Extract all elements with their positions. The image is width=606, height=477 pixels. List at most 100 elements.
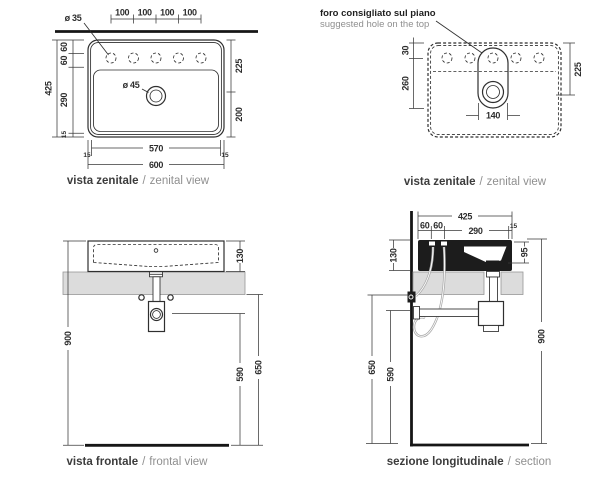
- dim-height-floor-to-top: 900: [63, 331, 73, 345]
- dim-right-span: 225: [573, 62, 583, 76]
- sink-hidden-outline: [427, 42, 562, 138]
- faucet-hole-1: [441, 52, 453, 64]
- section-view: 425 60 60 290 15 95 900 130 650 590: [366, 211, 547, 447]
- wall-pipe-flange: [413, 306, 420, 320]
- bottle-trap: [477, 300, 505, 327]
- faucet-hole-5: [533, 52, 545, 64]
- dim-floor-to-counter: 650: [367, 360, 377, 374]
- caption-section: sezione longitudinale/section: [359, 456, 579, 468]
- leader-line: [435, 20, 483, 54]
- dim-width-inner: 570: [149, 144, 163, 154]
- fixing-bolt-right: [167, 294, 174, 301]
- dimension-lines: [52, 14, 236, 169]
- dim-edge-right: 15: [221, 152, 229, 159]
- faucet-hole-2: [464, 52, 476, 64]
- caption-light: zenital view: [486, 176, 547, 188]
- basin-outline: [93, 69, 219, 132]
- basin-hidden-front: [93, 244, 219, 267]
- faucet-hole-5: [195, 52, 207, 64]
- dim-drain-diameter: ø 45: [123, 80, 140, 90]
- caption-light: frontal view: [149, 456, 208, 468]
- dim-height-seg-4: 15: [61, 131, 68, 139]
- caption-separator: /: [142, 456, 146, 468]
- trap-ring-inner: [152, 310, 161, 319]
- note-english: suggested hole on the top: [320, 19, 430, 30]
- caption-bold: vista zenitale: [66, 175, 139, 187]
- faucet-hole-2: [128, 52, 139, 64]
- faucet-hole-4: [173, 52, 184, 64]
- leader-lines: [83, 22, 149, 93]
- faucet-hole-4: [510, 52, 522, 64]
- caption-bold: vista frontale: [66, 456, 139, 468]
- dim-width-total: 600: [149, 160, 163, 170]
- faucet-hole-1: [105, 52, 117, 64]
- dim-top-offset: 30: [401, 46, 411, 56]
- dim-width-seg-4: 15: [510, 223, 518, 230]
- sink-inner-outline: [90, 42, 222, 135]
- dim-basin-depth: 95: [520, 248, 530, 258]
- faucet-hole-cut-1: [429, 241, 435, 246]
- dim-width-seg-3: 290: [468, 226, 482, 236]
- faucet-hole-3: [487, 52, 499, 64]
- caption-separator: /: [142, 175, 146, 187]
- drain-tailpipe: [152, 276, 161, 303]
- caption-bold: vista zenitale: [403, 176, 476, 188]
- dim-right-top: 225: [234, 59, 244, 73]
- dim-right-bottom: 200: [234, 107, 244, 121]
- dim-hole-spacing-3: 100: [160, 8, 174, 18]
- suggested-hole-note: foro consigliato sul piano suggested hol…: [320, 8, 436, 30]
- dim-hole-diameter: ø 35: [65, 13, 82, 23]
- faucet-holes: [105, 52, 207, 64]
- note-italian: foro consigliato sul piano: [320, 8, 436, 19]
- dim-width-seg-1: 60: [420, 221, 430, 231]
- wall-valve-knob: [408, 294, 414, 300]
- plan-view-sink: ø 35 100 100 100 100 425 60 60 290 15 22…: [44, 8, 258, 170]
- dim-hole-spacing-1: 100: [115, 8, 129, 18]
- dim-floor-to-counter: 650: [254, 360, 264, 374]
- caption-plan-hole: vista zenitale/zenital view: [365, 176, 585, 188]
- dim-height-floor-to-top: 900: [537, 329, 547, 343]
- countertop-right: [500, 271, 524, 295]
- drain-outer: [145, 85, 167, 107]
- flex-hose-1-highlight: [415, 246, 434, 297]
- dim-width-total: 425: [458, 212, 472, 222]
- drain-flange-section: [486, 260, 499, 264]
- faucet-hole-3: [150, 52, 162, 64]
- dim-floor-to-drain: 590: [386, 367, 396, 381]
- dim-cutout-width: 140: [486, 111, 500, 121]
- drain-outer: [481, 80, 505, 104]
- plan-view-counter-hole: 30 260 225 140: [401, 20, 583, 138]
- dim-height-seg-3: 290: [59, 93, 69, 107]
- waste-pipe-horizontal: [418, 308, 480, 317]
- overflow-mark: [153, 248, 159, 253]
- dim-basin-height: 130: [235, 249, 245, 263]
- caption-separator: /: [507, 456, 511, 468]
- dimension-lines: [409, 37, 575, 120]
- dim-hole-spacing-4: 100: [183, 8, 197, 18]
- suggested-cutout: [477, 47, 509, 109]
- caption-plan-sink: vista zenitale/zenital view: [28, 175, 248, 187]
- sink-hidden-inner-outline: [430, 45, 559, 135]
- dim-cutout-length: 260: [401, 76, 411, 90]
- frontal-view: 900 130 650 590: [62, 240, 264, 447]
- sink-outer-outline: [87, 39, 225, 138]
- caption-separator: /: [479, 176, 483, 188]
- dim-edge-left: 15: [83, 152, 91, 159]
- countertop-left: [412, 271, 485, 295]
- dim-floor-to-drain: 590: [235, 367, 245, 381]
- dimension-lines: [366, 211, 547, 444]
- dim-height-seg-2: 60: [59, 56, 69, 66]
- caption-light: section: [514, 456, 552, 468]
- caption-bold: sezione longitudinale: [386, 456, 504, 468]
- drain-inner: [149, 89, 163, 103]
- drain-inner: [486, 85, 500, 99]
- fixing-bolt-left: [138, 294, 145, 301]
- caption-frontal: vista frontale/frontal view: [27, 456, 247, 468]
- wall-valve: [407, 291, 416, 303]
- faucet-holes-hidden: [441, 52, 545, 64]
- tailpipe: [489, 276, 498, 302]
- dimension-lines: [63, 240, 263, 446]
- dim-basin-height: 130: [389, 248, 399, 262]
- trap-bottom-cap: [483, 325, 499, 332]
